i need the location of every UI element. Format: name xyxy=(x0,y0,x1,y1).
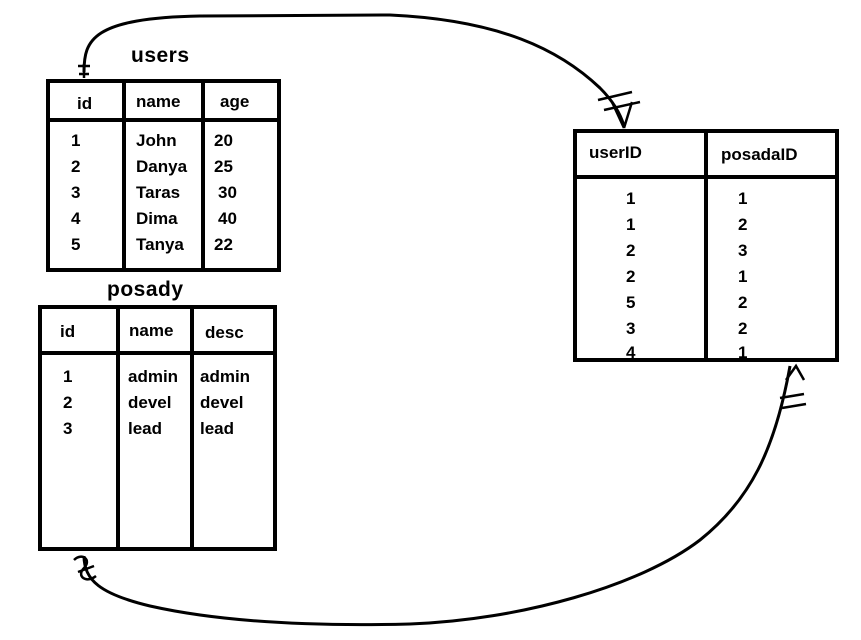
link-cell: 3 xyxy=(626,319,636,338)
users-to-link-connector xyxy=(82,13,626,127)
users-cell: John xyxy=(136,131,177,150)
users-cell: Taras xyxy=(136,183,181,202)
users-cell: Dima xyxy=(136,209,178,228)
posady-cell: devel xyxy=(200,393,244,412)
link-col-divider xyxy=(704,133,708,358)
posady-header-desc: desc xyxy=(205,323,244,342)
link-header-userid: userID xyxy=(589,143,642,162)
users-cell: 4 xyxy=(71,209,81,228)
link-cell: 2 xyxy=(738,215,748,234)
link-cell: 2 xyxy=(738,319,748,338)
posady-cell: 1 xyxy=(63,367,73,386)
users-cell: 22 xyxy=(214,235,233,254)
users-cell: 5 xyxy=(71,235,81,254)
posady-cell: 2 xyxy=(63,393,73,412)
posady-header-id: id xyxy=(60,322,76,341)
link-cell: 2 xyxy=(626,267,636,286)
users-header-name: name xyxy=(136,92,181,111)
users-one-marker xyxy=(78,64,90,78)
users-header-divider xyxy=(50,118,277,122)
user-posada-link-table: userID posadaID 1 1 1 2 2 3 2 1 5 2 3 2 … xyxy=(573,129,839,362)
link-cell: 5 xyxy=(626,293,636,312)
users-cell: 40 xyxy=(218,209,237,228)
posady-header-name: name xyxy=(129,321,174,340)
posady-cell: devel xyxy=(128,393,172,412)
users-cell: Tanya xyxy=(136,235,184,254)
link-cell: 1 xyxy=(738,189,748,208)
users-cell: 1 xyxy=(71,131,81,150)
link-cell: 4 xyxy=(626,343,636,362)
posady-cell: admin xyxy=(200,367,251,386)
posady-header-divider xyxy=(42,351,273,355)
posady-table-title: posady xyxy=(107,278,184,301)
posady-col-divider xyxy=(116,309,120,547)
link-many-marker xyxy=(597,90,641,129)
users-cell: 3 xyxy=(71,183,81,202)
link-cell: 1 xyxy=(738,343,748,362)
posady-to-link-connector xyxy=(82,365,792,627)
posady-many-marker xyxy=(73,555,97,581)
users-col-divider xyxy=(122,83,126,268)
posady-cell: lead xyxy=(128,419,163,438)
posady-cell: 3 xyxy=(63,419,73,438)
users-header-age: age xyxy=(220,92,250,111)
users-cell: 2 xyxy=(71,157,81,176)
users-cell: Danya xyxy=(136,157,188,176)
posady-cell: admin xyxy=(128,367,179,386)
users-table-title: users xyxy=(131,44,190,67)
posady-cell: lead xyxy=(200,419,235,438)
users-header-id: id xyxy=(77,94,93,113)
link-header-divider xyxy=(573,175,835,179)
users-table: id name age 1 John 20 2 Danya 25 3 Taras… xyxy=(46,79,281,272)
link-many-marker-bottom xyxy=(779,363,807,410)
link-cell: 1 xyxy=(626,215,636,234)
users-cell: 20 xyxy=(214,131,233,150)
posady-table: id name desc 1 admin admin 2 devel devel… xyxy=(38,305,277,551)
link-cell: 2 xyxy=(626,241,636,260)
link-cell: 1 xyxy=(738,267,748,286)
link-header-posadaid: posadaID xyxy=(721,145,798,164)
posady-col-divider xyxy=(190,309,194,547)
link-cell: 2 xyxy=(738,293,748,312)
users-cell: 25 xyxy=(214,157,233,176)
link-cell: 3 xyxy=(738,241,748,260)
link-cell: 1 xyxy=(626,189,636,208)
users-col-divider xyxy=(201,83,205,268)
users-cell: 30 xyxy=(218,183,237,202)
